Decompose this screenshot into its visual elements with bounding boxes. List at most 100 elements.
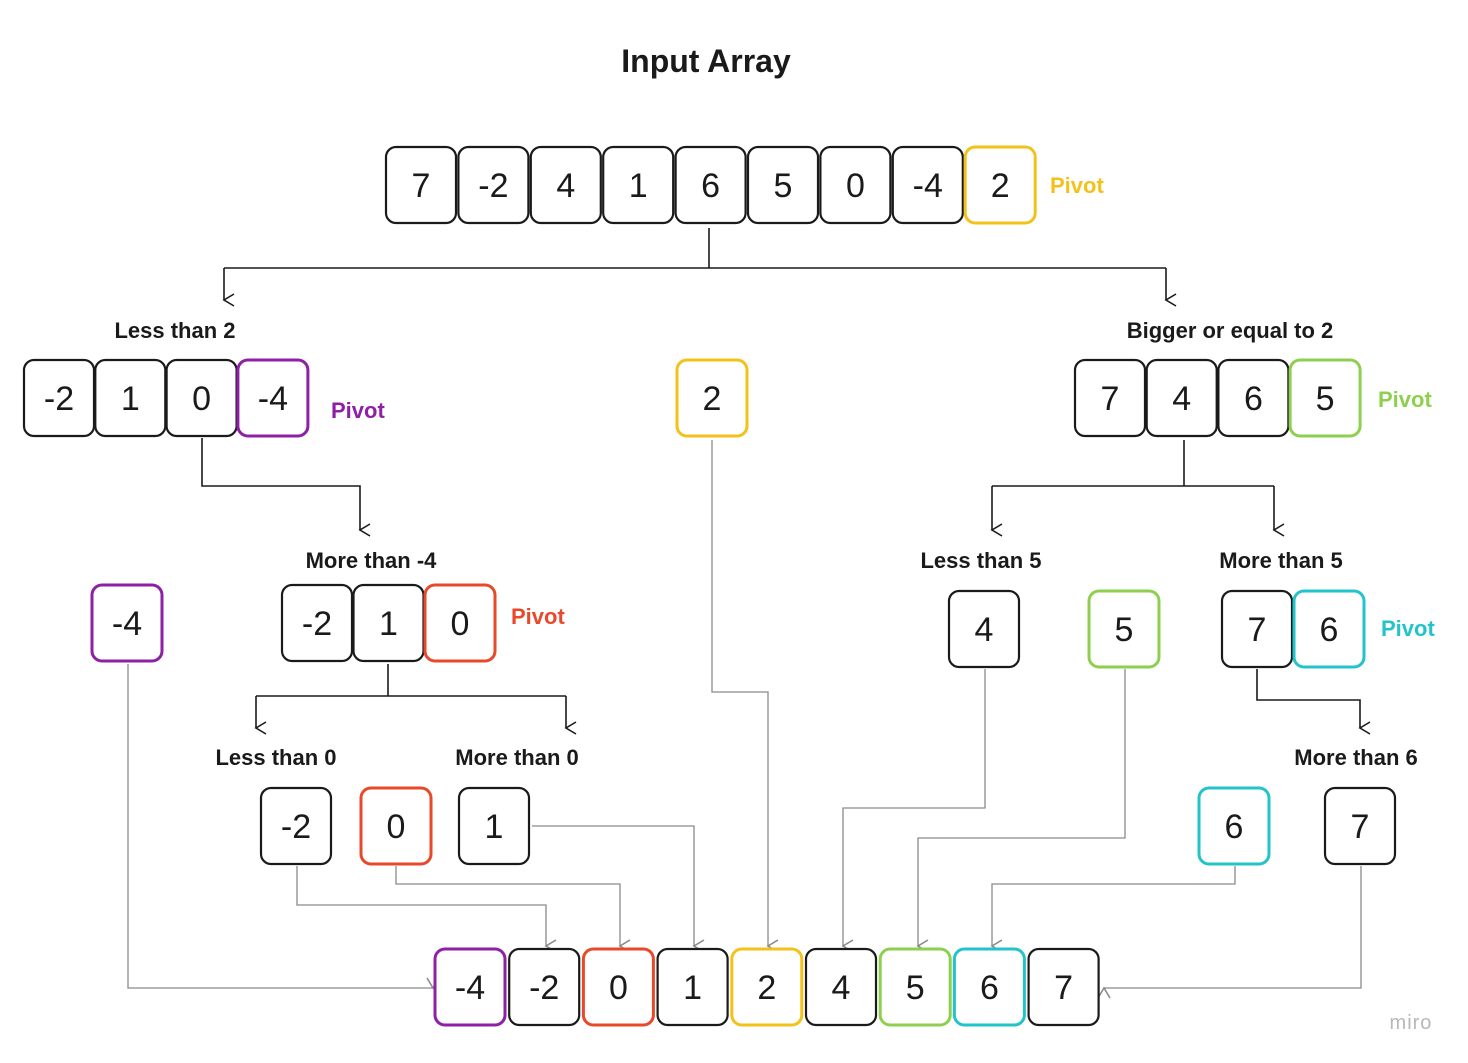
left-cell-2: 0 [165, 358, 238, 438]
more-than-neg4-cell-1-value: 1 [379, 605, 398, 643]
sorted-cell-8-value: 7 [1054, 969, 1073, 1007]
input-cell-2-box [529, 145, 602, 225]
sorted-cell-7-value: 6 [980, 969, 999, 1007]
left-cell-2-value: 0 [192, 380, 211, 418]
left-cell-1-value: 1 [121, 380, 140, 418]
right-cell-1: 4 [1145, 358, 1218, 438]
right-cell-0-value: 7 [1101, 380, 1120, 418]
left-cell-1-box [94, 358, 167, 438]
sorted-cell-4: 2 [730, 947, 804, 1027]
more-than-neg4-label: More than -4 [306, 548, 438, 573]
right-cell-2-box [1217, 358, 1290, 438]
less-than-5-label: Less than 5 [920, 548, 1041, 573]
sorted-cell-7-box [952, 947, 1026, 1027]
sorted-cell-4-box [730, 947, 804, 1027]
input-cell-2: 4 [529, 145, 602, 225]
left-cell-3-box [236, 358, 310, 438]
merge-arrow-4 [841, 669, 986, 953]
sorted-cell-1-box [508, 947, 581, 1027]
right-cell-2: 6 [1217, 358, 1290, 438]
miro-logo: miro [1390, 1012, 1433, 1034]
input-cell-6-box [819, 145, 892, 225]
sorted-cell-0-value: -4 [455, 969, 485, 1007]
input-cell-8: 2 [963, 145, 1037, 225]
right-cell-3-box [1288, 358, 1362, 438]
less-than-0-label: Less than 0 [215, 745, 336, 770]
six-pivot-cell-value: 6 [1225, 808, 1244, 846]
less-than-0-cell-value: -2 [281, 808, 311, 846]
more-than-0-cell-value: 1 [485, 808, 504, 846]
less-than-5-cell: 4 [947, 589, 1021, 669]
input-cell-4-value: 6 [701, 167, 720, 205]
middle-pivot-cell-value: 2 [703, 380, 722, 418]
left-cell-3-value: -4 [258, 380, 288, 418]
less-than-0-cell-box [259, 786, 333, 866]
right-cell-3-value: 5 [1316, 380, 1335, 418]
input-cell-0: 7 [384, 145, 458, 225]
input-cell-3: 1 [602, 145, 675, 225]
input-cell-2-value: 4 [556, 167, 575, 205]
sorted-cell-8-box [1027, 947, 1100, 1027]
more-than-6-cell-box [1323, 786, 1397, 866]
input-cell-1-value: -2 [478, 167, 508, 205]
input-cell-3-value: 1 [629, 167, 648, 205]
left-cell-0-value: -2 [44, 380, 74, 418]
left-cell-3: -4 [236, 358, 310, 438]
arrow-to-more-than-neg4 [201, 438, 371, 537]
sorted-cell-3: 1 [656, 947, 729, 1027]
more-than-6-cell-value: 7 [1351, 808, 1370, 846]
input-cell-8-value: 2 [991, 167, 1010, 205]
input-cell-8-box [963, 145, 1037, 225]
right-cell-3: 5 [1288, 358, 1362, 438]
merge-arrow-5 [916, 669, 1126, 953]
left-pivot-label: Pivot [331, 398, 385, 423]
more-than-5-cell-0-box [1220, 589, 1294, 669]
left-cell-0-box [22, 358, 96, 438]
sorted-cell-5-box [804, 947, 878, 1027]
input-cell-7-value: -4 [913, 167, 943, 205]
five-pivot-cell-value: 5 [1115, 611, 1134, 649]
arrow-to-more-than-6 [1256, 669, 1371, 735]
input-cell-6: 0 [819, 145, 892, 225]
zero-pivot-cell: 0 [359, 786, 433, 866]
input-cell-0-value: 7 [412, 167, 431, 205]
input-cell-3-box [602, 145, 675, 225]
diagram-title: Input Array [621, 43, 791, 79]
more-than-neg4-cell-0-box [280, 583, 354, 663]
input-cell-5: 5 [746, 145, 820, 225]
more-than-5-label: More than 5 [1219, 548, 1342, 573]
more-than-6-label: More than 6 [1294, 745, 1417, 770]
merge-connectors [127, 440, 1362, 999]
more-than-neg4-cell-2-box [423, 583, 497, 663]
neg4-group-pivot-label: Pivot [511, 604, 565, 629]
sorted-cell-8: 7 [1027, 947, 1100, 1027]
sorted-cell-6: 5 [878, 947, 952, 1027]
more-than-5-pivot-label: Pivot [1381, 616, 1435, 641]
merge-arrow-6 [990, 866, 1236, 953]
less-than-2-label: Less than 2 [114, 318, 235, 343]
input-cell-4-box [674, 145, 747, 225]
middle-pivot-cell: 2 [675, 358, 749, 438]
left-cell-0: -2 [22, 358, 96, 438]
right-pivot-label: Pivot [1378, 387, 1432, 412]
input-cell-0-box [384, 145, 458, 225]
sorted-cell-2-box [581, 947, 655, 1027]
merge-arrow-0 [395, 866, 631, 953]
right-cell-2-value: 6 [1244, 380, 1263, 418]
input-cell-6-value: 0 [846, 167, 865, 205]
merge-arrow-2 [711, 440, 779, 953]
input-pivot-label: Pivot [1050, 173, 1104, 198]
sorted-cell-0-box [433, 947, 507, 1027]
sorted-cell-7: 6 [952, 947, 1026, 1027]
sorted-cell-6-value: 5 [906, 969, 925, 1007]
right-cell-0-box [1073, 358, 1147, 438]
less-than-0-cell: -2 [259, 786, 333, 866]
neg4-single-cell-box [90, 583, 164, 663]
more-than-5-cell-0-value: 7 [1248, 611, 1267, 649]
more-than-5-cell-0: 7 [1220, 589, 1294, 669]
neg4-single-cell: -4 [90, 583, 164, 663]
zero-pivot-cell-box [359, 786, 433, 866]
